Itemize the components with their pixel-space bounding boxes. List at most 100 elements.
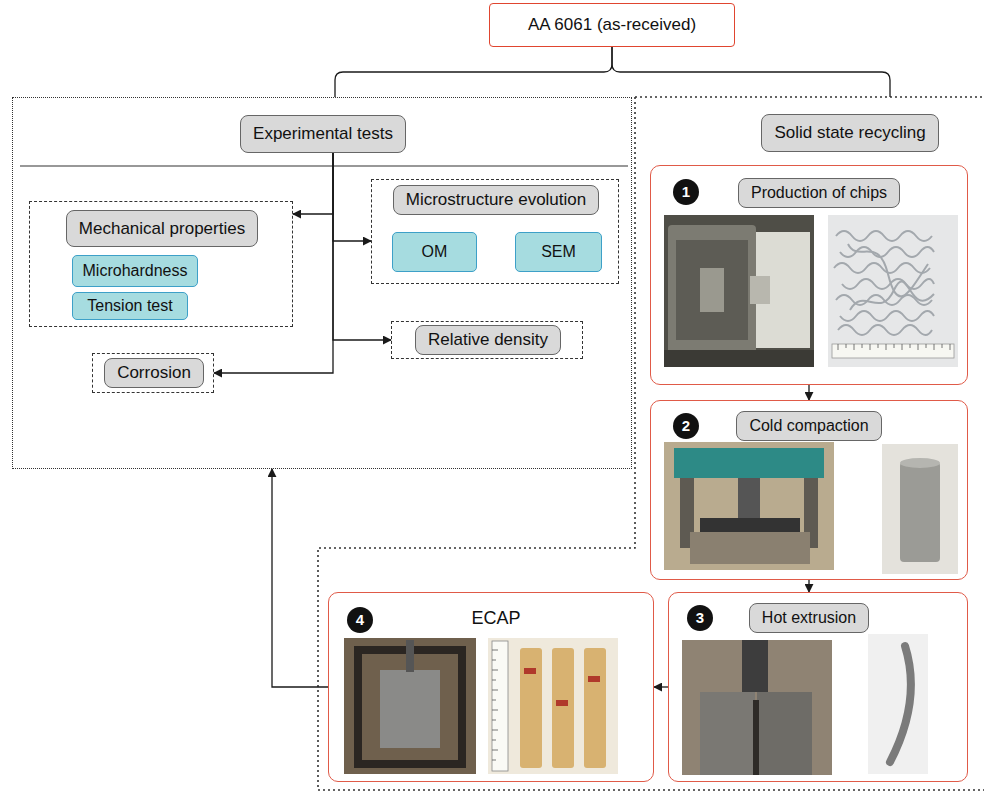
test-box: OM	[392, 232, 477, 272]
group-box: Microstructure evolutionOM SEM	[371, 179, 619, 284]
heading-label: Experimental tests	[240, 115, 406, 153]
extruded-rod-photo	[890, 646, 911, 762]
chips-photo	[838, 344, 950, 350]
step-number: 1	[673, 179, 699, 205]
box-label: OM	[422, 243, 448, 261]
lathe-photo	[676, 240, 748, 340]
press-photo	[664, 442, 834, 570]
samples-photo	[584, 648, 606, 768]
extrusion-die-photo	[742, 640, 768, 692]
lathe-photo	[664, 215, 814, 367]
extrusion-die-photo	[682, 640, 832, 775]
brace-connector	[612, 47, 890, 97]
heading-label: Corrosion	[104, 358, 204, 388]
samples-photo	[488, 638, 618, 774]
ecap-die-photo	[380, 670, 440, 748]
region-outline	[318, 97, 984, 790]
heading-label: Mechanical properties	[66, 210, 258, 247]
step-box: 3 Hot extrusion	[668, 592, 968, 782]
extrusion-die-photo	[682, 640, 832, 775]
ecap-die-photo	[344, 638, 476, 774]
samples-photo	[520, 648, 542, 768]
chips-photo	[828, 215, 958, 367]
extruded-rod-photo	[868, 634, 928, 774]
lathe-photo	[750, 276, 770, 304]
samples-photo	[524, 668, 536, 674]
billet-photo	[900, 462, 940, 562]
heading-label: Microstructure evolution	[393, 185, 599, 215]
heading-label: Relative density	[415, 325, 561, 355]
extruded-rod-photo	[868, 634, 928, 774]
lathe-photo	[664, 215, 814, 367]
chips-photo	[850, 281, 934, 310]
ecap-die-photo	[406, 640, 414, 672]
material-box: AA 6061 (as-received)	[489, 3, 735, 47]
test-box: SEM	[515, 232, 602, 272]
box-label: Microhardness	[83, 262, 188, 280]
arrow-connector	[272, 469, 328, 687]
arrow-connector	[654, 686, 668, 687]
chips-photo	[834, 231, 934, 335]
arrow-connector	[808, 580, 809, 592]
chips-photo	[842, 279, 934, 289]
extrusion-die-photo	[757, 692, 812, 775]
arrow-connector	[293, 153, 333, 214]
region-outline	[318, 97, 984, 790]
chips-photo	[836, 231, 932, 241]
heading-label: Hot extrusion	[749, 603, 869, 633]
test-group-box: Corrosion	[92, 353, 214, 393]
extrusion-die-photo	[700, 692, 755, 775]
arrow-connector	[214, 153, 333, 373]
chips-photo	[840, 247, 934, 257]
samples-photo	[556, 700, 568, 706]
step-title: ECAP	[471, 608, 520, 629]
chips-photo	[838, 325, 932, 335]
divider-line	[20, 165, 628, 166]
samples-photo	[552, 648, 574, 768]
chips-photo	[832, 344, 954, 358]
arrow-connector	[808, 385, 809, 400]
tests-region: Experimental testsMechanical propertiesM…	[12, 97, 632, 469]
test-group-box: Relative density	[391, 321, 583, 359]
arrow-connector	[333, 153, 371, 241]
billet-photo	[900, 458, 940, 468]
chips-photo	[828, 215, 958, 367]
samples-photo	[588, 676, 600, 682]
step-box: 4 ECAP	[328, 592, 654, 782]
ecap-die-photo	[344, 638, 476, 774]
box-label: SEM	[541, 243, 576, 261]
chips-photo	[840, 311, 934, 321]
heading-label: Production of chips	[738, 178, 900, 208]
samples-photo	[492, 650, 498, 760]
step-number: 4	[347, 607, 373, 633]
arrow-connector	[333, 153, 391, 340]
press-photo	[674, 448, 824, 478]
step-number: 3	[687, 605, 713, 631]
box-label: AA 6061 (as-received)	[528, 15, 696, 35]
test-box: Tension test	[72, 292, 188, 320]
heading-label: Solid state recycling	[761, 114, 938, 152]
step-number: 2	[673, 413, 699, 439]
brace-connector	[335, 47, 612, 97]
step-box: 1 Production of chips	[650, 165, 968, 385]
press-photo	[690, 532, 810, 564]
lathe-photo	[668, 225, 756, 355]
recycling-region: Solid state recycling 1 Production of chip…	[318, 97, 984, 791]
divider-line	[20, 166, 628, 167]
chips-photo	[834, 263, 930, 273]
test-box: Microhardness	[72, 255, 198, 287]
extrusion-die-photo	[753, 700, 759, 775]
lathe-photo	[700, 268, 724, 312]
billet-photo	[882, 444, 958, 574]
chips-photo	[848, 244, 928, 296]
heading-label: Cold compaction	[736, 411, 881, 441]
samples-photo	[492, 641, 508, 771]
samples-photo	[488, 638, 618, 774]
lathe-photo	[664, 350, 814, 367]
billet-photo	[882, 444, 958, 574]
press-photo	[664, 442, 834, 570]
press-photo	[700, 518, 800, 532]
press-photo	[738, 478, 760, 518]
step-box: 2 Cold compaction	[650, 400, 968, 580]
